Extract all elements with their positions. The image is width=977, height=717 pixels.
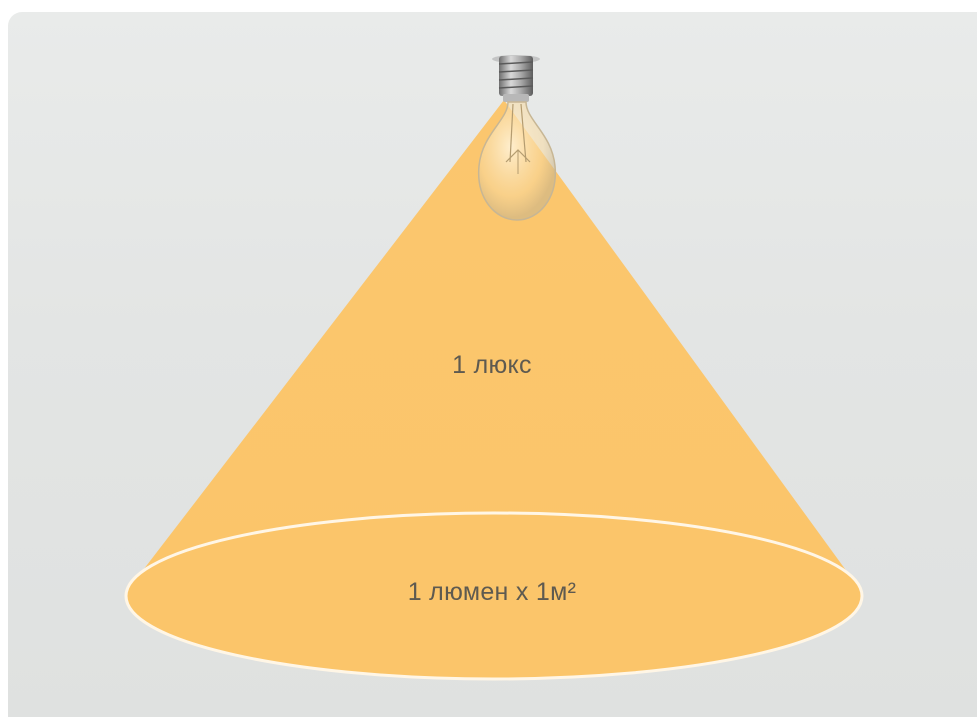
- illustration-frame: 1 люкс 1 люмен х 1м²: [8, 12, 977, 717]
- light-bulb-icon: [479, 56, 556, 220]
- base-label: 1 люмен х 1м²: [342, 578, 642, 607]
- cone-label: 1 люкс: [392, 351, 592, 380]
